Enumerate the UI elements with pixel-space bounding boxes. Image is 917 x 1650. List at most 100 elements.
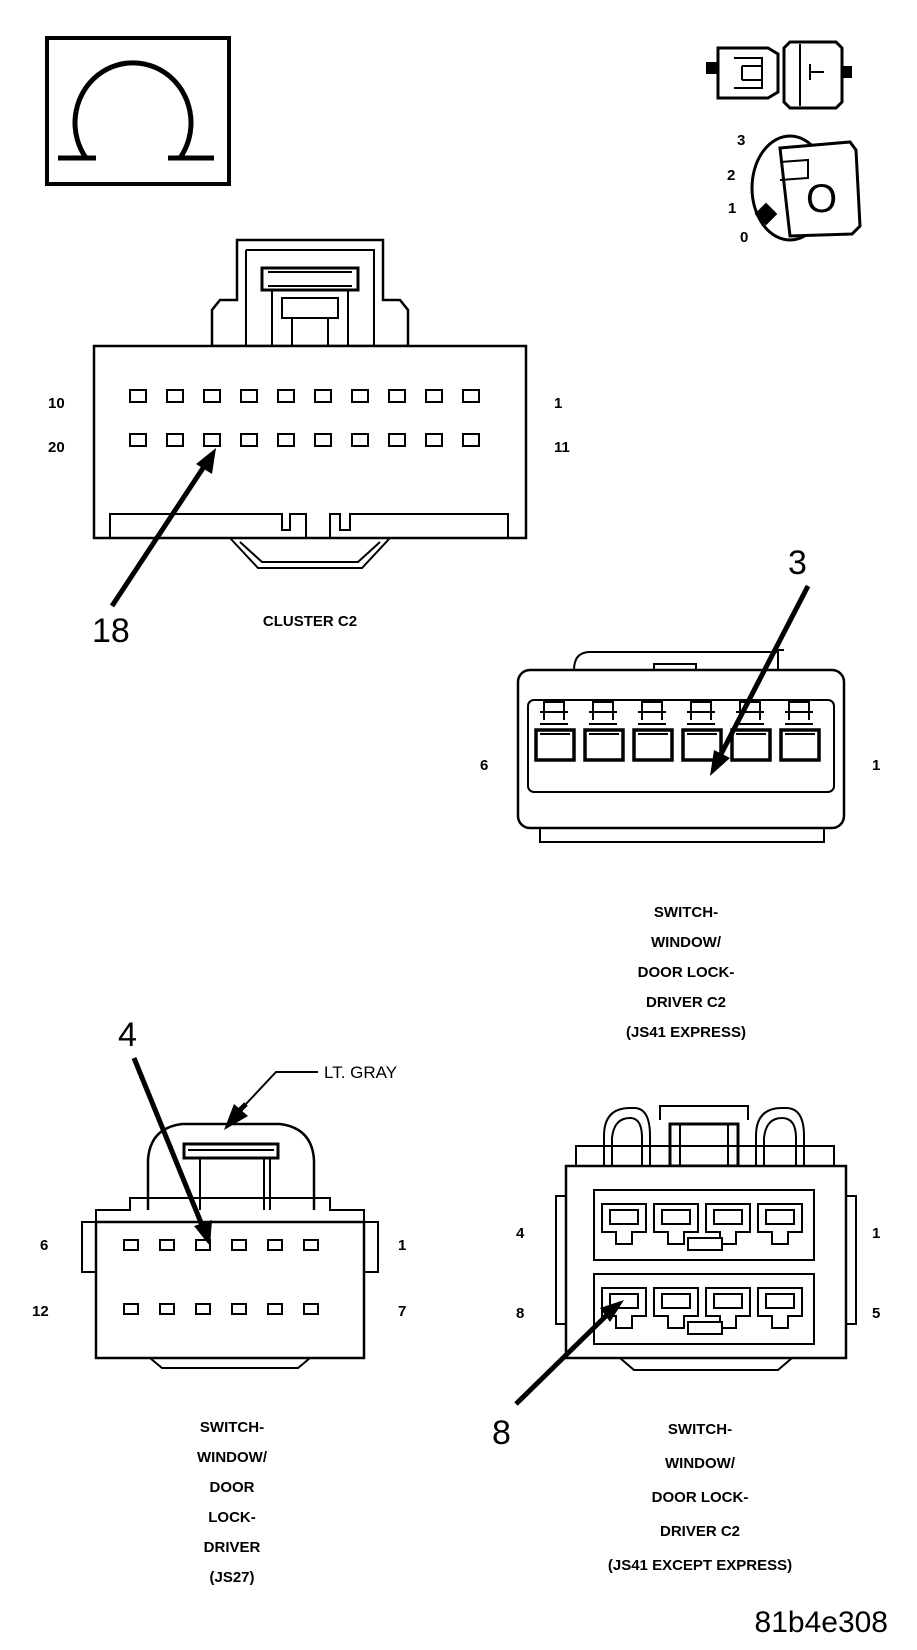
cluster-pin — [240, 433, 258, 447]
except-pin-contact — [765, 1209, 795, 1225]
cluster-pin — [129, 433, 147, 447]
cluster-pin — [314, 433, 332, 447]
except-pin-contact — [713, 1293, 743, 1309]
js27-connector: 6 1 12 7 LT. GRAY 4 SWITCH- WINDOW/ DOOR… — [32, 1016, 406, 1586]
figure-code: 81b4e308 — [755, 1606, 888, 1639]
js27-pin — [123, 1303, 139, 1315]
js41-express-connector: 6 1 3 SWITCH- WINDOW/ DOOR LOCK- DRIVER … — [480, 544, 880, 1041]
cluster-callout-18: 18 — [92, 612, 130, 650]
cluster-pin — [351, 433, 369, 447]
except-pin-label-4: 4 — [516, 1225, 525, 1242]
cluster-pin-label-20: 20 — [48, 439, 65, 456]
cluster-c2-caption: CLUSTER C2 — [263, 613, 357, 630]
js27-pin — [267, 1303, 283, 1315]
js41-express-caption: SWITCH- WINDOW/ DOOR LOCK- DRIVER C2 (JS… — [626, 904, 746, 1041]
ignition-key-label: O — [806, 177, 837, 221]
ignition-key-icon: 3 2 1 0 O — [727, 132, 862, 246]
js27-pin-label-6: 6 — [40, 1237, 48, 1254]
cluster-pin — [129, 389, 147, 403]
express-pin-latch — [785, 701, 813, 725]
except-caption-line-4: DRIVER C2 — [660, 1523, 740, 1540]
cluster-pin — [388, 433, 406, 447]
express-caption-line-3: DOOR LOCK- — [638, 964, 735, 981]
express-caption-line-4: DRIVER C2 — [646, 994, 726, 1011]
express-pin-latch — [687, 701, 715, 725]
js27-caption: SWITCH- WINDOW/ DOOR LOCK- DRIVER (JS27) — [197, 1419, 268, 1586]
except-pin — [705, 1203, 751, 1245]
js27-caption-line-4: LOCK- — [208, 1509, 256, 1526]
express-caption-line-5: (JS41 EXPRESS) — [626, 1024, 746, 1041]
except-pin-contact — [661, 1293, 691, 1309]
js27-caption-line-1: SWITCH- — [200, 1419, 264, 1436]
js41-except-express-pins — [601, 1203, 803, 1335]
except-pin — [653, 1203, 699, 1245]
js27-pin — [303, 1303, 319, 1315]
except-caption-line-5: (JS41 EXCEPT EXPRESS) — [608, 1557, 792, 1574]
except-pin-contact — [765, 1293, 795, 1309]
express-pin-latch — [638, 701, 666, 725]
express-pin-label-1: 1 — [872, 757, 880, 774]
js27-caption-line-2: WINDOW/ — [197, 1449, 268, 1466]
js27-pins — [123, 1239, 319, 1315]
cluster-pin — [314, 389, 332, 403]
js27-pin-label-7: 7 — [398, 1303, 406, 1320]
js27-pin-label-12: 12 — [32, 1303, 49, 1320]
cluster-pin — [425, 389, 443, 403]
cluster-pin-label-1: 1 — [554, 395, 562, 412]
js27-pin — [123, 1239, 139, 1251]
js27-pin — [231, 1239, 247, 1251]
ohm-meter-icon — [45, 36, 231, 186]
except-caption-line-1: SWITCH- — [668, 1421, 732, 1438]
cluster-pin — [166, 389, 184, 403]
cluster-c2-pins — [129, 389, 480, 447]
js27-pin — [267, 1239, 283, 1251]
except-pin — [705, 1287, 751, 1329]
express-callout-3: 3 — [788, 544, 807, 582]
js27-pin — [195, 1303, 211, 1315]
js27-caption-line-6: (JS27) — [209, 1569, 254, 1586]
except-pin-contact — [661, 1209, 691, 1225]
js27-pin-label-1: 1 — [398, 1237, 406, 1254]
cluster-pin — [277, 389, 295, 403]
except-pin-label-5: 5 — [872, 1305, 880, 1322]
cluster-pin — [203, 433, 221, 447]
js27-pin — [159, 1303, 175, 1315]
cluster-c2-connector: 10 1 20 11 18 CLUSTER C2 — [48, 238, 570, 650]
cluster-pin — [425, 433, 443, 447]
express-pin-latch — [540, 701, 568, 725]
cluster-pin — [462, 389, 480, 403]
except-pin-contact — [713, 1209, 743, 1225]
cluster-pin — [351, 389, 369, 403]
cluster-pin-label-10: 10 — [48, 395, 65, 412]
js41-except-express-connector: 4 1 8 5 8 SWITCH- WINDOW/ DOOR LOCK- DRI… — [492, 1105, 880, 1574]
except-pin — [653, 1287, 699, 1329]
js27-caption-line-3: DOOR — [210, 1479, 255, 1496]
ignition-position-2: 2 — [727, 167, 735, 184]
cluster-pin — [462, 433, 480, 447]
js41-express-pins — [534, 701, 821, 762]
js27-pin — [303, 1239, 319, 1251]
ignition-position-1: 1 — [728, 200, 736, 217]
connector-disconnected-icon — [706, 40, 852, 110]
cluster-pin — [240, 389, 258, 403]
express-pin-latch — [589, 701, 617, 725]
express-caption-line-2: WINDOW/ — [651, 934, 722, 951]
except-caption-line-3: DOOR LOCK- — [652, 1489, 749, 1506]
except-caption-line-2: WINDOW/ — [665, 1455, 736, 1472]
js27-color-label: LT. GRAY — [324, 1063, 397, 1082]
js41-except-express-caption: SWITCH- WINDOW/ DOOR LOCK- DRIVER C2 (JS… — [608, 1421, 792, 1574]
express-pin-label-6: 6 — [480, 757, 488, 774]
cluster-pin — [277, 433, 295, 447]
ignition-position-0: 0 — [740, 229, 748, 246]
except-row-key — [687, 1321, 723, 1335]
js27-caption-line-5: DRIVER — [204, 1539, 261, 1556]
cluster-pin-label-11: 11 — [554, 439, 570, 456]
except-row-key — [687, 1237, 723, 1251]
except-pin — [757, 1287, 803, 1329]
except-pin-label-1: 1 — [872, 1225, 880, 1242]
except-pin — [757, 1203, 803, 1245]
cluster-pin — [388, 389, 406, 403]
js27-pin — [231, 1303, 247, 1315]
ignition-position-3: 3 — [737, 132, 745, 149]
except-pin — [601, 1203, 647, 1245]
